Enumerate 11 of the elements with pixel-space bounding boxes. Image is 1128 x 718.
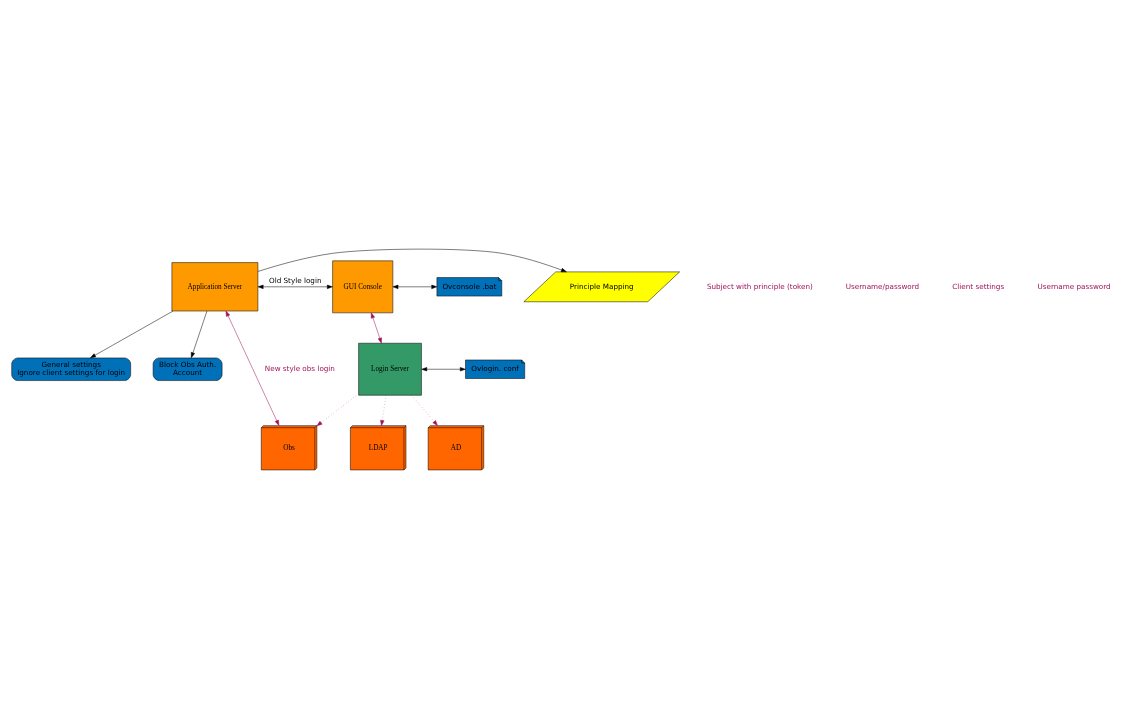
arrow xyxy=(190,310,208,358)
arrow xyxy=(380,394,387,426)
arrow xyxy=(257,284,333,289)
arrow xyxy=(392,284,438,289)
arrow xyxy=(225,310,280,426)
arrow xyxy=(90,310,174,358)
arrow xyxy=(411,394,438,426)
arrow xyxy=(421,366,466,371)
arrow xyxy=(316,393,359,426)
arrow xyxy=(257,248,567,272)
arrow xyxy=(370,312,382,343)
